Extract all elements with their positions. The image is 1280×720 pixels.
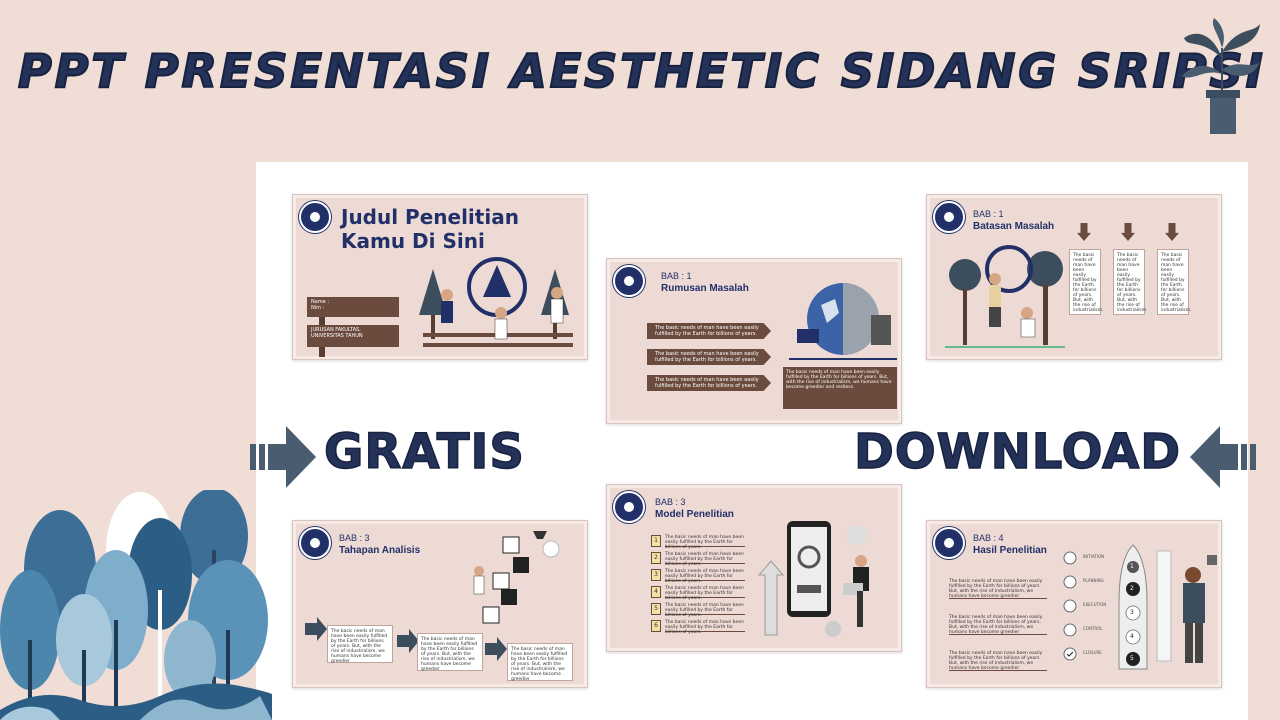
rumusan-item: The basic needs of man have been easily … (647, 375, 771, 391)
university-logo (933, 527, 965, 559)
dept-sign: JURUSAN FAKULTAS, UNIVERSITAS TAHUN (307, 325, 399, 347)
hasil-paragraph: The basic needs of man have been easily … (949, 579, 1047, 599)
bab-label: BAB : 1 (661, 271, 692, 281)
download-label: DOWNLOAD (853, 423, 1182, 481)
slide-batasan-masalah[interactable]: BAB : 1 Batasan Masalah The basic needs … (926, 194, 1222, 360)
nim-label: Nim : (311, 305, 325, 311)
stairs-illustration (473, 531, 560, 624)
tahapan-step: The basic needs of man have been easily … (327, 625, 393, 664)
batasan-column: The basic needs of man have been easily … (1113, 249, 1147, 315)
tahapan-step: The basic needs of man have been easily … (417, 633, 483, 672)
cover-illustration (419, 257, 573, 347)
arrow-right-icon (485, 637, 507, 661)
slide-rumusan-masalah[interactable]: BAB : 1 Rumusan Masalah The basic needs … (606, 258, 902, 424)
model-number: 6 (651, 620, 661, 632)
stage-icon (1063, 551, 1077, 565)
slide-tahapan-analisis[interactable]: BAB : 3 Tahapan Analisis The basic needs… (292, 520, 588, 688)
stage-label: CONTROL (1083, 626, 1103, 631)
slide-model-penelitian[interactable]: BAB : 3 Model Penelitian 1 The basic nee… (606, 484, 902, 652)
slide-title: Rumusan Masalah (661, 283, 749, 294)
rocket-number: 2 (1130, 585, 1134, 592)
university-logo (299, 201, 331, 233)
potted-plant-icon (1182, 18, 1260, 134)
rocket-number: 4 (1130, 633, 1134, 640)
slide-hasil-penelitian[interactable]: BAB : 4 Hasil Penelitian The basic needs… (926, 520, 1222, 688)
model-number: 3 (651, 569, 661, 581)
arrow-down-icon (1165, 223, 1179, 241)
bab-label: BAB : 3 (655, 497, 686, 507)
model-row: The basic needs of man have been easily … (665, 586, 745, 601)
model-row: The basic needs of man have been easily … (665, 620, 745, 635)
hasil-paragraph: The basic needs of man have been easily … (949, 651, 1047, 671)
gratis-label: GRATIS (323, 423, 525, 481)
stage-label: EXECUTION (1083, 602, 1107, 607)
slide-title: Batasan Masalah (973, 221, 1055, 232)
arrow-left-icon (1190, 426, 1256, 488)
name-sign: Name : Nim : (307, 297, 399, 317)
rocket-number: 1 (1130, 563, 1134, 570)
model-row: The basic needs of man have been easily … (665, 552, 745, 567)
stage-label: INITIATION (1083, 554, 1105, 559)
forest-decoration (0, 490, 272, 720)
stage-label: PLANNING (1083, 578, 1104, 583)
model-row: The basic needs of man have been easily … (665, 535, 745, 550)
arrow-down-icon (1077, 223, 1091, 241)
arrow-right-icon (250, 426, 316, 488)
bab-label: BAB : 1 (973, 209, 1004, 219)
page-title: PPT PRESENTASI AESTHETIC SIDANG SRIPSI (17, 43, 1266, 99)
batasan-column: The basic needs of man have been easily … (1157, 249, 1191, 315)
slide-cover[interactable]: Judul Penelitian Kamu Di Sini Name : Nim… (292, 194, 588, 360)
slide-title: Model Penelitian (655, 509, 734, 520)
arrow-down-icon (1121, 223, 1135, 241)
model-number: 1 (651, 535, 661, 547)
hasil-paragraph: The basic needs of man have been easily … (949, 615, 1047, 635)
rumusan-item: The basic needs of man have been easily … (647, 323, 771, 339)
slide-title: Hasil Penelitian (973, 545, 1047, 556)
rumusan-textbox: The basic needs of man have been easily … (783, 367, 897, 409)
model-row: The basic needs of man have been easily … (665, 603, 745, 618)
university-logo (933, 201, 965, 233)
forest-illustration (945, 245, 1065, 348)
university-logo (613, 265, 645, 297)
rocket-number: 3 (1130, 609, 1134, 616)
arrow-right-icon (305, 617, 327, 641)
rocket-number: 5 (1130, 655, 1134, 662)
stage-label: CLOSURE (1083, 650, 1102, 655)
model-number: 2 (651, 552, 661, 564)
name-label: Name : (311, 299, 330, 305)
stage-icon (1063, 623, 1077, 637)
university-logo (613, 491, 645, 523)
model-number: 5 (651, 603, 661, 615)
person-illustration (1156, 550, 1217, 663)
phone-illustration (757, 521, 869, 637)
rocket-illustration (1118, 544, 1148, 670)
university-logo (299, 527, 331, 559)
bab-label: BAB : 3 (339, 533, 370, 543)
tahapan-step: The basic needs of man have been easily … (507, 643, 573, 682)
slide-title: Tahapan Analisis (339, 545, 421, 556)
model-row: The basic needs of man have been easily … (665, 569, 745, 584)
rumusan-item: The basic needs of man have been easily … (647, 349, 771, 365)
model-number: 4 (651, 586, 661, 598)
globe-illustration (789, 283, 897, 360)
check-icon (1063, 647, 1077, 661)
cover-title: Judul Penelitian Kamu Di Sini (341, 205, 519, 253)
stage-icon (1063, 599, 1077, 613)
bab-label: BAB : 4 (973, 533, 1004, 543)
batasan-column: The basic needs of man have been easily … (1069, 249, 1103, 315)
stage-icon (1063, 575, 1077, 589)
arrow-right-icon (397, 629, 419, 653)
